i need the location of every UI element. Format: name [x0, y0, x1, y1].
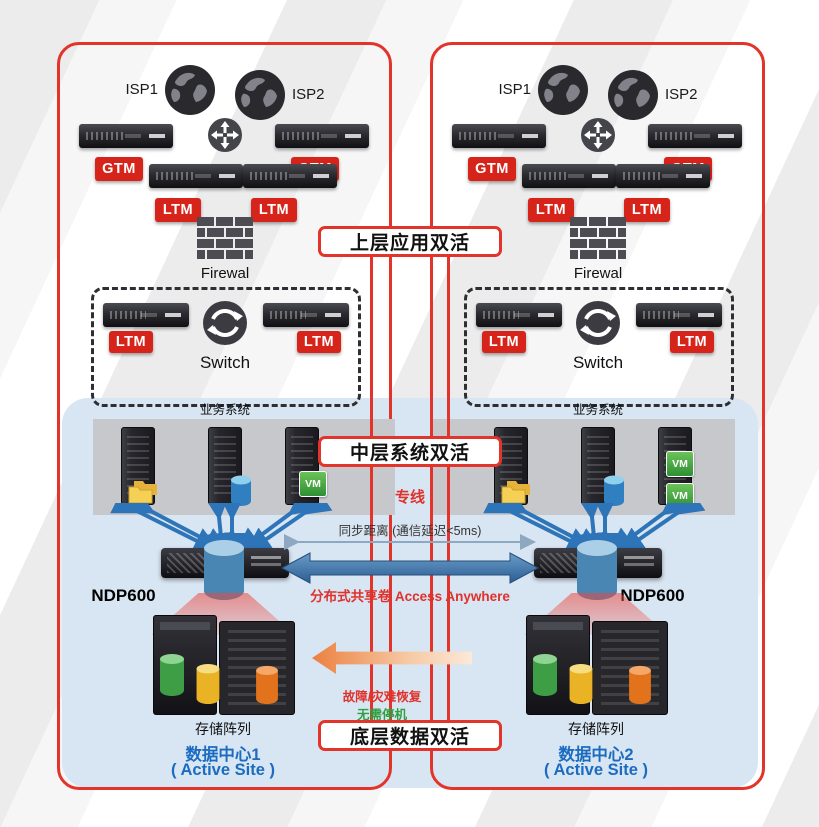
gtm-badge: GTM	[95, 157, 143, 181]
isp2-label: ISP2	[665, 86, 698, 103]
vm-icon: VM	[299, 471, 327, 497]
ltm-device	[636, 303, 722, 327]
isp2-label: ISP2	[292, 86, 325, 103]
files-icon	[500, 479, 532, 505]
isp1-label: ISP1	[498, 81, 531, 98]
ltm-device	[476, 303, 562, 327]
ltm-badge: LTM	[528, 198, 574, 222]
disk-yellow-icon	[195, 663, 221, 705]
rack-to-storage-arrows	[483, 503, 706, 553]
ltm-device	[103, 303, 189, 327]
internet-globe-icon	[164, 64, 216, 116]
switch-label: Switch	[572, 353, 624, 372]
files-icon	[127, 479, 159, 505]
banner-upper-app-dual-active: 上层应用双活	[318, 226, 502, 257]
disk-orange-icon	[626, 665, 654, 705]
datacenter-1-frame: ISP1 ISP2 GTM GTM LTM LTM Firewal LTM LT…	[57, 42, 395, 790]
no-downtime-label: 无需停机	[356, 708, 407, 722]
shared-volume-label: 分布式共享卷 Access Anywhere	[310, 589, 510, 604]
gtm-device	[275, 124, 369, 148]
firewall-icon	[570, 217, 626, 259]
gtm-device	[648, 124, 742, 148]
business-system-label: 业务系统	[572, 403, 623, 417]
database-icon	[603, 475, 625, 507]
switch-icon	[575, 300, 621, 346]
datacenter-name: 数据中心1	[185, 746, 261, 764]
ltm-device	[522, 164, 616, 188]
switch-zone	[91, 287, 361, 407]
active-site-label: ( Active Site )	[544, 761, 648, 779]
isp1-label: ISP1	[125, 81, 158, 98]
ndp600-label: NDP600	[620, 586, 685, 605]
ltm-badge: LTM	[482, 331, 526, 353]
ltm-device	[616, 164, 710, 188]
router-icon	[580, 117, 616, 153]
shared-volume-cylinder-icon	[576, 539, 618, 601]
switch-icon	[202, 300, 248, 346]
ltm-badge: LTM	[251, 198, 297, 222]
firewall-label: Firewal	[200, 265, 250, 282]
ltm-badge: LTM	[297, 331, 341, 353]
switch-zone	[464, 287, 734, 407]
gtm-device	[79, 124, 173, 148]
storage-array-label: 存储阵列	[195, 721, 251, 737]
disk-green-icon	[159, 653, 185, 697]
center-connector-line	[447, 257, 450, 720]
dedicated-line-label: 专线	[394, 489, 425, 506]
ltm-badge: LTM	[109, 331, 153, 353]
router-icon	[207, 117, 243, 153]
shared-volume-cylinder-icon	[203, 539, 245, 601]
vm-icon: VM	[666, 451, 694, 477]
internet-globe-icon	[607, 69, 659, 121]
database-icon	[230, 475, 252, 507]
active-site-label: ( Active Site )	[171, 761, 275, 779]
datacenter-name: 数据中心2	[558, 746, 634, 764]
disk-orange-icon	[253, 665, 281, 705]
center-connector-line	[370, 257, 373, 720]
internet-globe-icon	[537, 64, 589, 116]
gtm-device	[452, 124, 546, 148]
ndp600-label: NDP600	[91, 586, 156, 605]
ltm-badge: LTM	[670, 331, 714, 353]
internet-globe-icon	[234, 69, 286, 121]
replication-arrow	[280, 534, 540, 584]
server-rack	[208, 427, 242, 505]
disaster-recovery-label: 故障/灾难恢复	[342, 690, 422, 704]
switch-label: Switch	[199, 353, 251, 372]
banner-bottom-data-dual-active: 底层数据双活	[318, 720, 502, 751]
firewall-label: Firewal	[573, 265, 623, 282]
firewall-icon	[197, 217, 253, 259]
business-system-label: 业务系统	[199, 403, 250, 417]
datacenter-2-frame: ISP1 ISP2 GTM GTM LTM LTM Firewal LTM LT…	[430, 42, 765, 790]
ltm-device	[243, 164, 337, 188]
disk-green-icon	[532, 653, 558, 697]
disk-yellow-icon	[568, 663, 594, 705]
ltm-device	[263, 303, 349, 327]
ltm-badge: LTM	[624, 198, 670, 222]
storage-array-label: 存储阵列	[568, 721, 624, 737]
banner-middle-system-dual-active: 中层系统双活	[318, 436, 502, 467]
ltm-device	[149, 164, 243, 188]
gtm-badge: GTM	[468, 157, 516, 181]
ltm-badge: LTM	[155, 198, 201, 222]
